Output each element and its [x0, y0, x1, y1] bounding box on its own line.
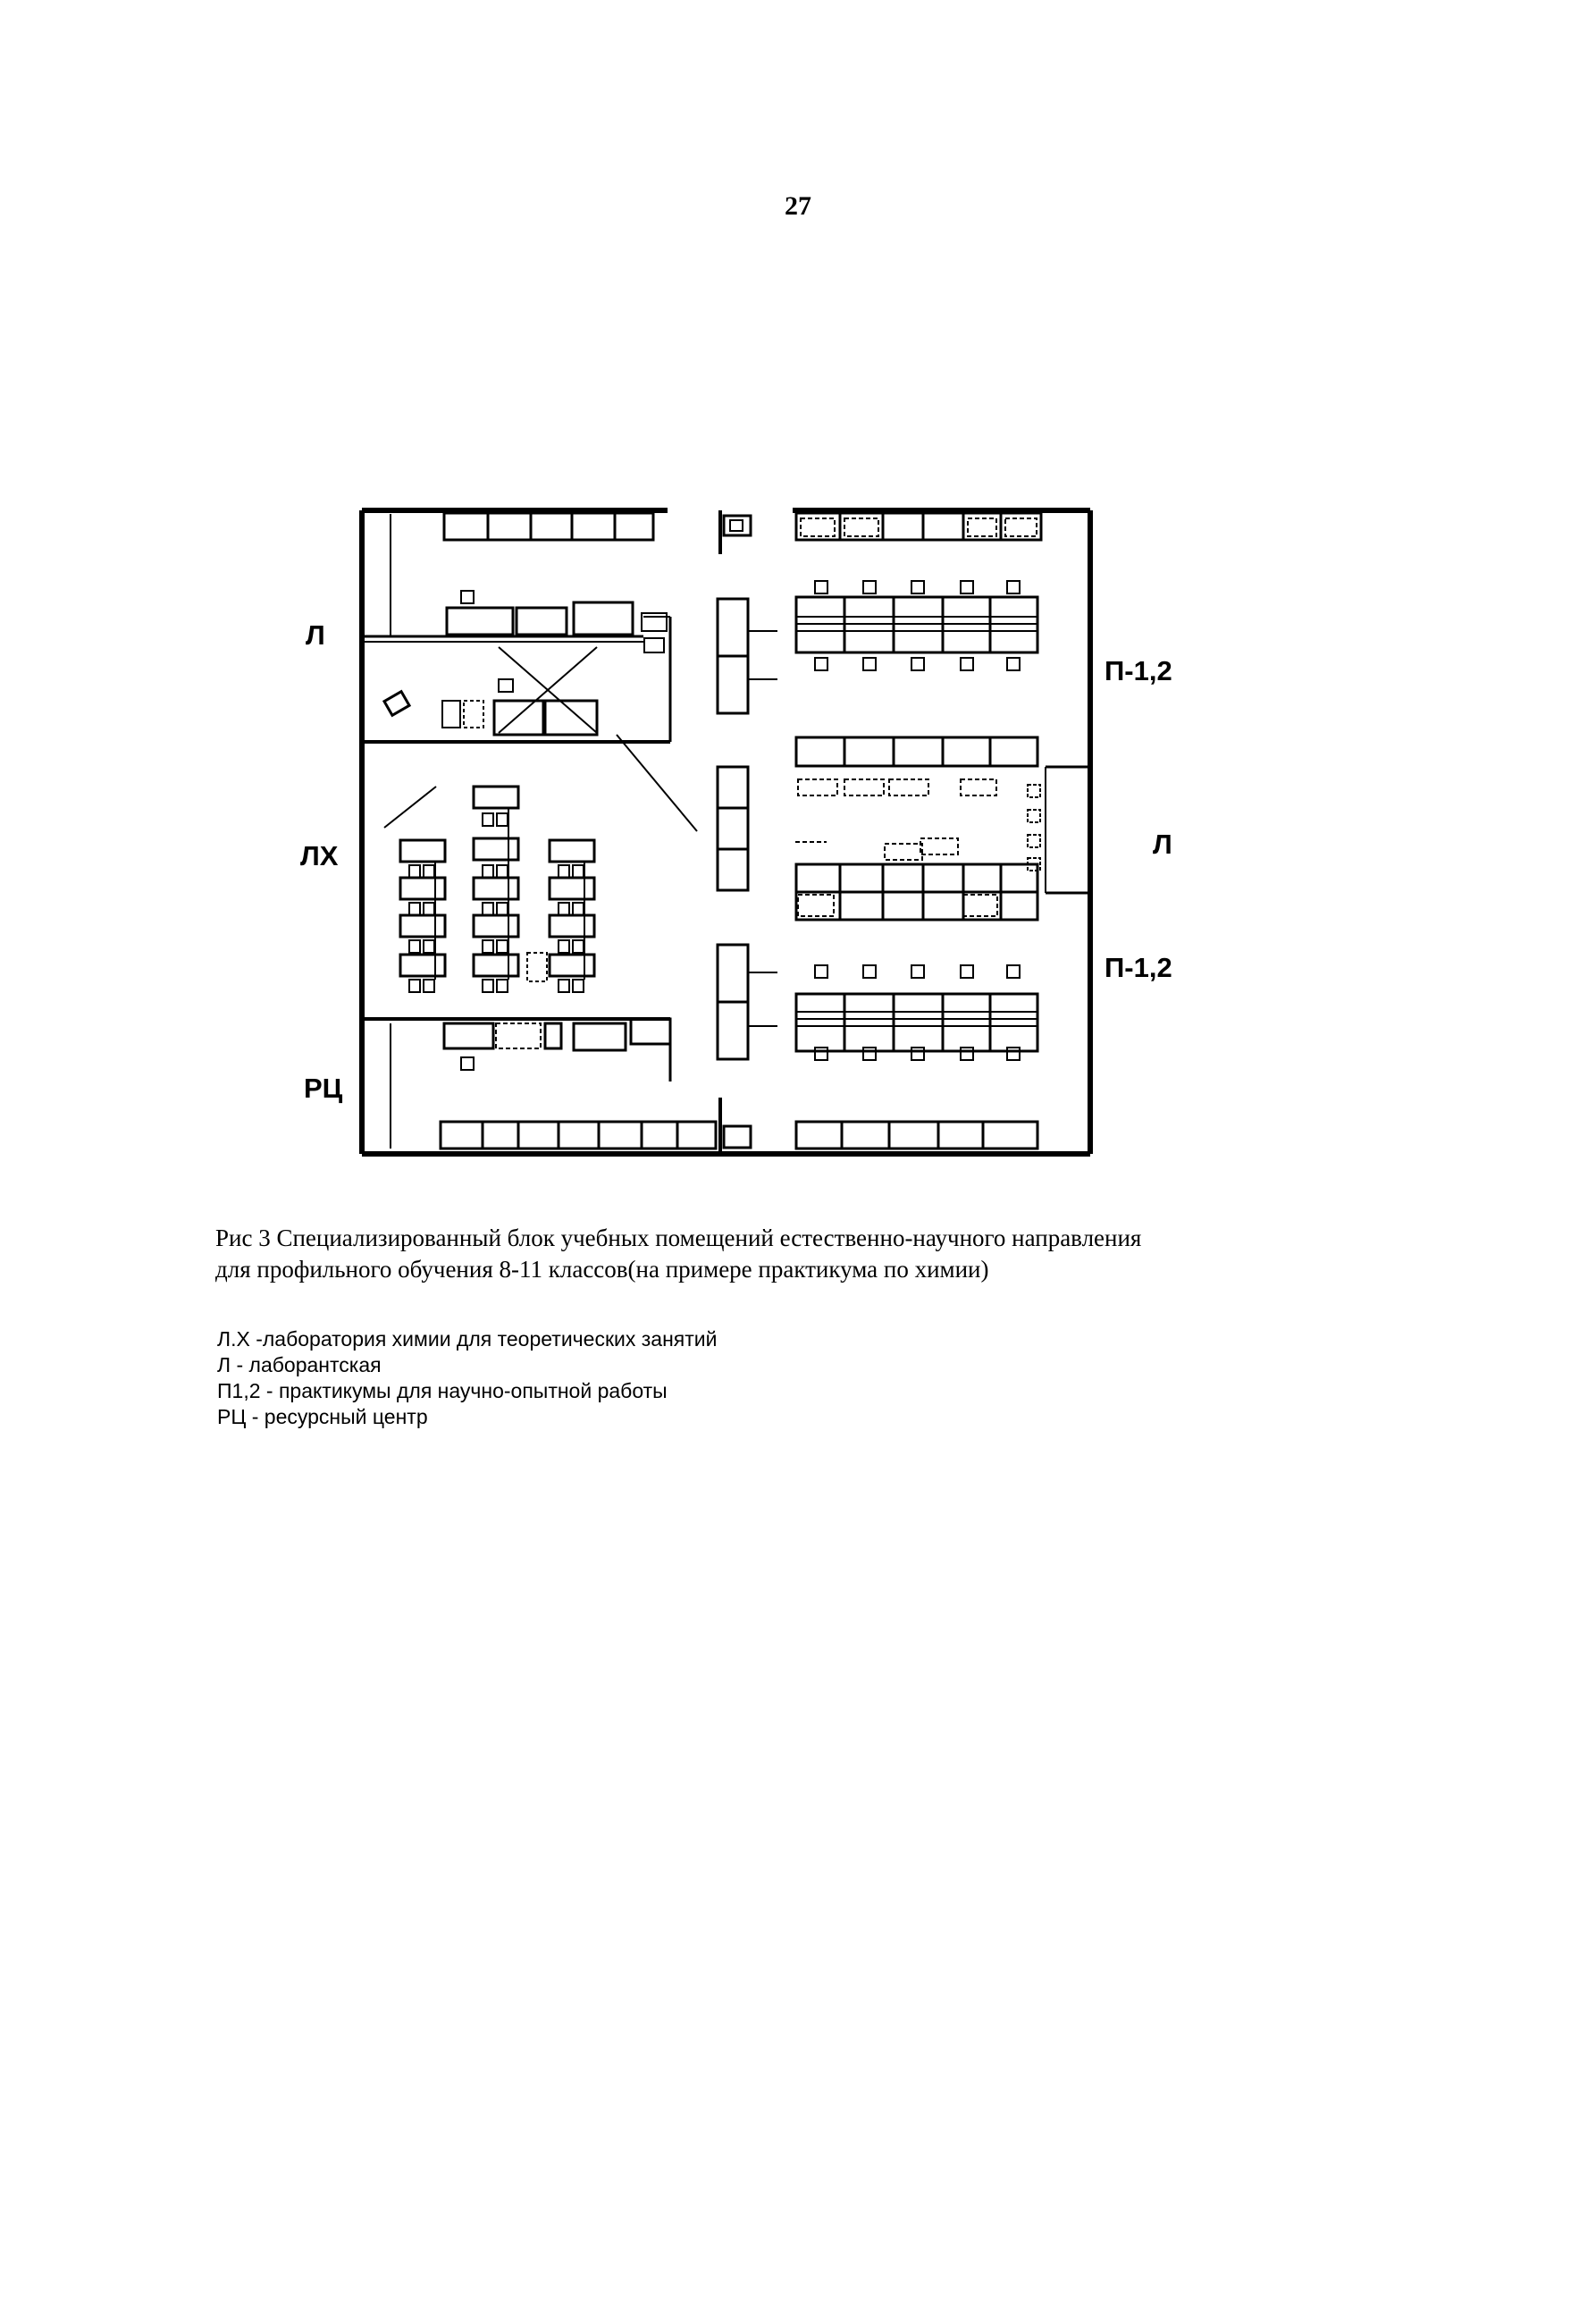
- outer-walls: [359, 508, 1093, 1157]
- room-label-l-right: Л: [1153, 829, 1172, 860]
- right-lab-assistant-room: [794, 736, 1041, 922]
- resource-centre-furniture: [442, 1017, 672, 1071]
- room-label-lx: ЛХ: [300, 840, 339, 871]
- caption-line-2: для профильного обучения 8-11 классов(на…: [215, 1256, 989, 1283]
- bottom-cabinets: [439, 1120, 1039, 1150]
- figure-caption: Рис 3 Специализированный блок учебных по…: [215, 1223, 1377, 1285]
- caption-line-1: Рис 3 Специализированный блок учебных по…: [215, 1225, 1142, 1251]
- legend-item: Л - лаборантская: [217, 1353, 382, 1376]
- top-cabinets-left: [442, 511, 655, 542]
- legend-item: П1,2 - практикумы для научно-опытной раб…: [217, 1379, 668, 1402]
- room-label-rc: РЦ: [304, 1073, 343, 1104]
- corridor-fixture-top: [722, 514, 752, 537]
- legend-item: Л.Х -лаборатория химии для теоретических…: [217, 1327, 718, 1351]
- corridor-fume-hoods: [716, 597, 777, 1061]
- room-label-p12-top: П-1,2: [1105, 655, 1172, 686]
- lab-assistant-room-furniture: [382, 590, 668, 736]
- top-cabinets-right: [794, 511, 1043, 542]
- page-number: 27: [785, 191, 811, 221]
- room-label-p12-bottom: П-1,2: [1105, 952, 1172, 983]
- legend-item: РЦ - ресурсный центр: [217, 1405, 428, 1428]
- interior-walls: [362, 510, 1090, 1154]
- room-label-l-top: Л: [306, 619, 325, 651]
- floor-plan: [359, 508, 1093, 1157]
- legend: Л.Х -лаборатория химии для теоретических…: [217, 1326, 717, 1430]
- student-desks: [399, 785, 596, 993]
- practicum-top-benches: [794, 580, 1039, 671]
- projection-lines: [383, 734, 698, 832]
- practicum-bottom-benches: [794, 964, 1039, 1061]
